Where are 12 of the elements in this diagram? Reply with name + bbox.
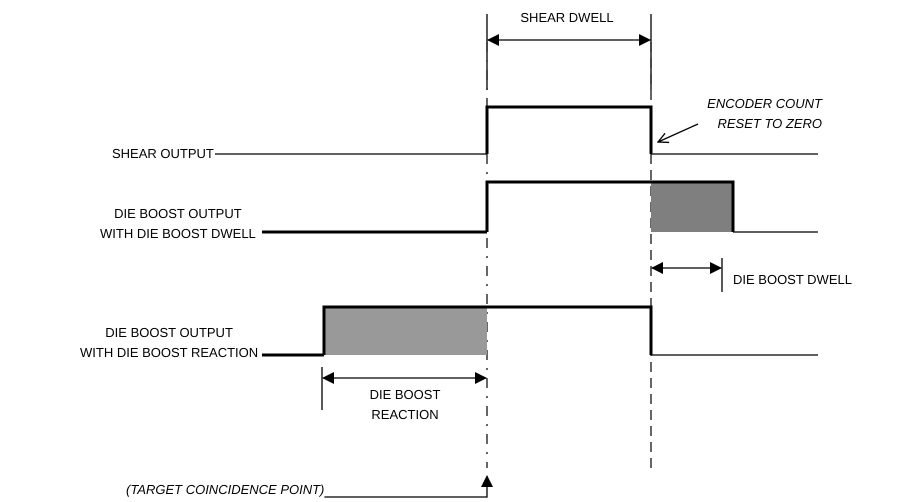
dimension-label: SHEAR DWELL [519, 9, 615, 27]
signal-label: DIE BOOST OUTPUT WITH DIE BOOST REACTION [80, 323, 258, 363]
annotation-text: (TARGET COINCIDENCE POINT) [126, 480, 324, 500]
leader-arrow [657, 123, 698, 144]
annotation-text: ENCODER COUNT RESET TO ZERO [700, 94, 822, 134]
dimension-label: DIE BOOST DWELL [733, 271, 853, 289]
signal-label: SHEAR OUTPUT [112, 144, 214, 164]
dimension-label: DIE BOOST REACTION [368, 386, 442, 424]
timing-waveform [262, 306, 818, 356]
signal-label: DIE BOOST OUTPUT WITH DIE BOOST DWELL [100, 204, 256, 244]
leader-arrow [324, 475, 493, 498]
timing-waveform [262, 180, 818, 234]
